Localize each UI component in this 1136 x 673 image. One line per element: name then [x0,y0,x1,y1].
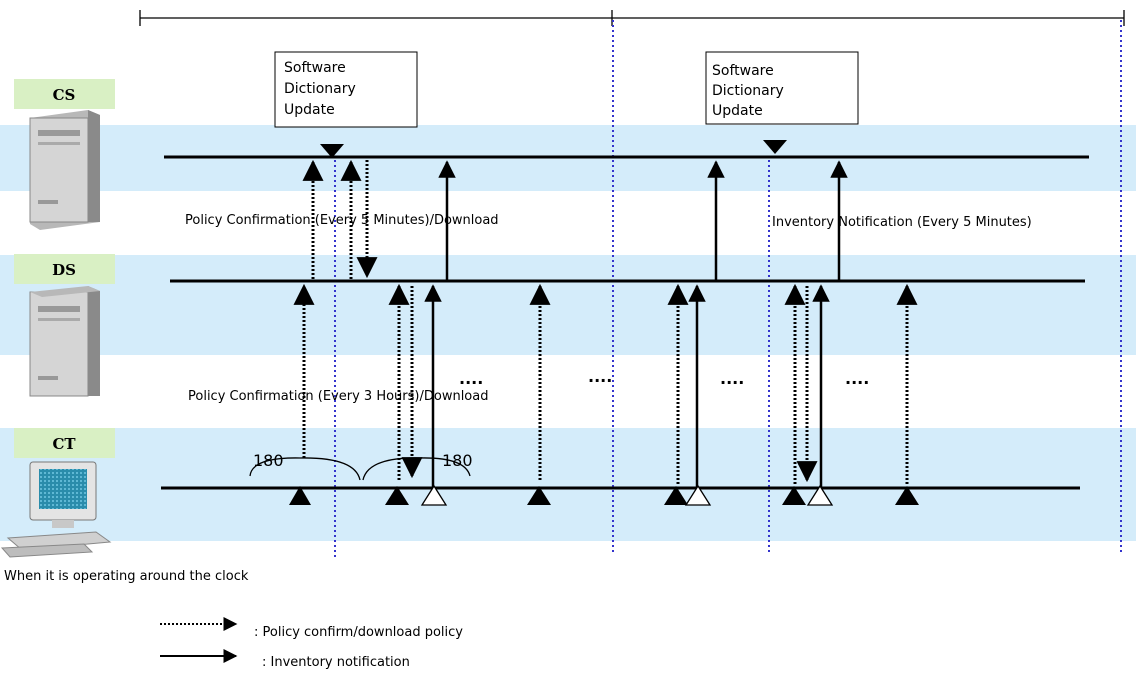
legend-dotted-label: : Policy confirm/download policy [254,625,463,640]
ellipsis: .... [845,369,869,388]
update-box-1-line3: Update [284,102,335,118]
ellipsis: .... [588,367,612,386]
update-marker-triangle [320,144,344,158]
server-icon [29,110,100,230]
update-marker-triangle [763,140,787,154]
cs-tag-label: CS [53,86,76,104]
legend-solid-label: : Inventory notification [262,655,410,670]
inventory-cs-ds-label: Inventory Notification (Every 5 Minutes) [772,215,1032,230]
ds-tag: DS [14,254,115,284]
update-box-2: Software Dictionary Update [705,51,859,125]
cs-tag: CS [14,79,115,109]
cs-ds-solid-arrows [438,160,848,281]
update-box-1: Software Dictionary Update [274,51,418,128]
ct-policy-triangles [289,486,919,505]
ds-band [0,255,1136,355]
cs-ds-dotted-arrows [302,159,378,279]
ct-inventory-triangles [420,484,834,506]
ds-ct-solid-arrows [424,284,830,488]
update-box-2-line1: Software [712,63,774,79]
update-box-2-line3: Update [712,103,763,119]
interval-braces [249,457,471,481]
policy-cs-ds-label: Policy Confirmation (Every 5 Minutes)/Do… [185,213,499,228]
ct-tag: CT [14,428,115,458]
ellipsis: .... [459,369,483,388]
ds-tag-label: DS [52,261,76,279]
operating-note: When it is operating around the clock [4,569,249,584]
interval-right-label: 180 [442,451,473,470]
policy-ds-ct-label: Policy Confirmation (Every 3 Hours)/Down… [188,389,488,404]
top-timeline [139,10,1125,26]
desktop-computer-icon [0,461,112,558]
guide-lines [334,20,1122,560]
ds-ct-dotted-arrows [293,283,918,484]
server-icon [29,286,100,397]
update-box-2-line2: Dictionary [712,83,784,99]
ellipsis: .... [720,369,744,388]
timelines [161,155,1089,490]
update-box-1-line2: Dictionary [284,81,356,97]
ct-band [0,428,1136,541]
interval-left-label: 180 [253,451,284,470]
ct-tag-label: CT [52,435,76,453]
legend: : Policy confirm/download policy : Inven… [160,617,463,670]
update-box-1-line1: Software [284,60,346,76]
